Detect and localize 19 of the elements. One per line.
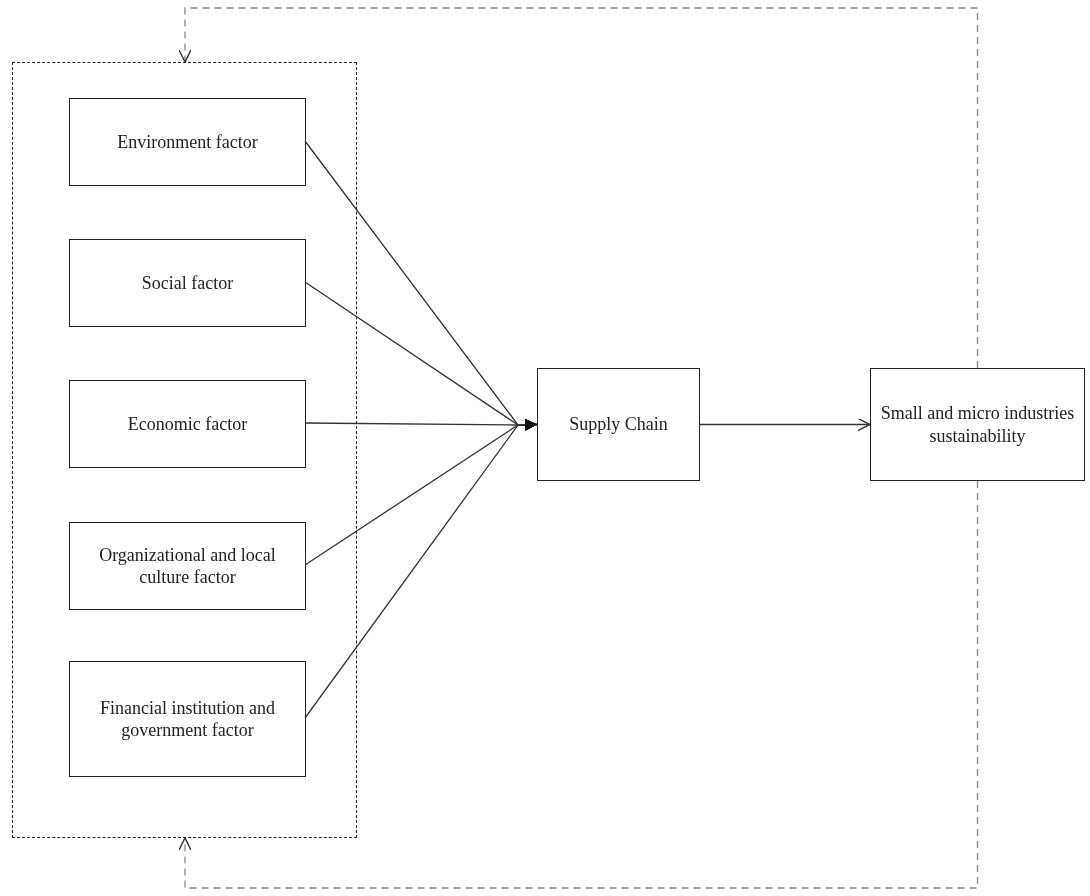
box-label: Organizational and local culture factor <box>98 543 277 589</box>
feedback-arrow <box>178 7 979 369</box>
arrow <box>699 417 871 432</box>
factor-box <box>537 368 700 481</box>
factor-box <box>69 522 306 610</box>
box-label: Small and micro industries sustainability <box>879 402 1076 447</box>
box-label: Supply Chain <box>569 413 668 436</box>
factor-box <box>69 380 306 468</box>
arrow <box>304 418 538 719</box>
box-label: Financial institution and government factor <box>99 696 276 742</box>
factor-box <box>69 661 306 777</box>
factor-box <box>870 368 1085 481</box>
dashed-group-box <box>12 62 357 838</box>
box-label: Social factor <box>141 271 234 295</box>
factor-box <box>69 239 306 327</box>
feedback-arrow <box>178 480 979 889</box>
factor-box <box>69 98 306 186</box>
box-label: Economic factor <box>127 412 248 436</box>
box-label: Environment factor <box>117 130 258 154</box>
